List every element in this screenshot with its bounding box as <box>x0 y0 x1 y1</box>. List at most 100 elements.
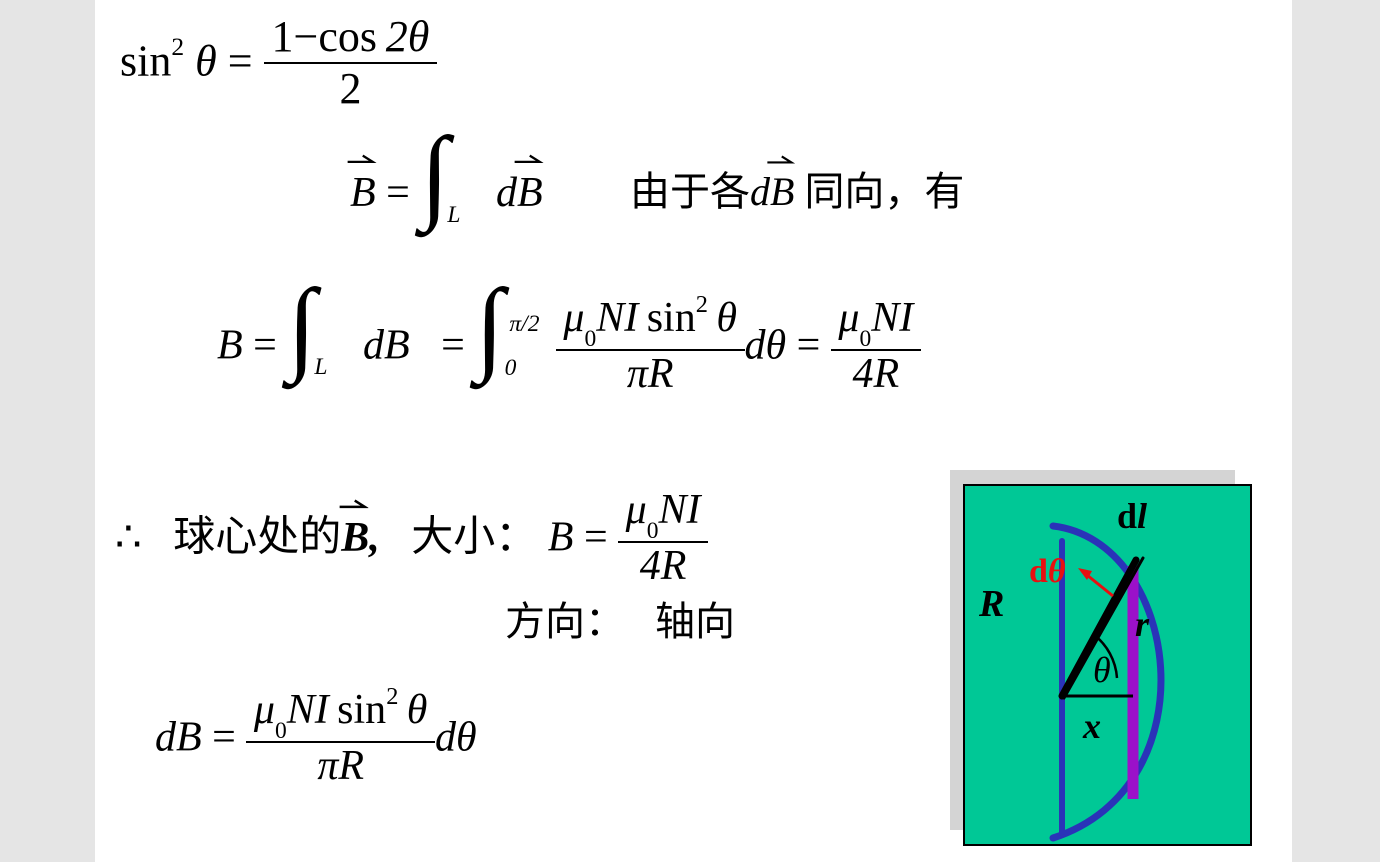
B-symbol: B <box>217 322 243 369</box>
mu-subscript-zero: 0 <box>274 718 287 745</box>
page-margin-right <box>1292 0 1380 862</box>
equals-sign: = <box>583 514 608 561</box>
vector-dB-letter: B <box>516 170 543 216</box>
slide-canvas: sin2 θ = 1−cos 2θ 2 B = ∫L dB 由于各dB 同向，有… <box>95 0 1292 862</box>
vector-arrow-icon <box>347 154 377 164</box>
figure-drawing: R dl r θ x dθ <box>965 486 1250 844</box>
label-x: x <box>1082 706 1101 746</box>
dB-denominator: πR <box>317 743 365 790</box>
identity-numerator: 1−cos 2θ <box>263 12 438 64</box>
NI-term: NI <box>871 295 914 342</box>
equals-sign: = <box>227 36 253 86</box>
integrand-denominator: πR <box>626 351 674 398</box>
sphere-arc <box>1049 522 1165 842</box>
note-differential-d: d <box>750 169 770 214</box>
dB-fraction: μ0NI sin2 θ πR <box>246 684 435 790</box>
vector-B-letter: B <box>350 170 376 216</box>
integral-upper-limit: π/2 <box>509 311 540 338</box>
B-symbol: B <box>547 514 574 561</box>
note-vector-B: B <box>767 155 796 214</box>
vector-arrow-icon <box>339 499 369 508</box>
sin-function: sin <box>337 687 387 734</box>
sin-function: sin <box>646 295 696 342</box>
figure-frame: R dl r θ x dθ <box>963 484 1252 846</box>
minus-sign: − <box>293 12 319 62</box>
result-denominator: 4R <box>852 351 900 398</box>
note-prefix-text: 由于各 <box>630 169 750 215</box>
sphere-center-text: 球心处的 <box>173 511 342 561</box>
conclusion-comma: , <box>369 514 380 561</box>
integral-glyph: ∫ <box>287 267 317 385</box>
sin-exponent: 2 <box>695 291 708 319</box>
mu-symbol: μ <box>563 295 585 342</box>
sin-exponent: 2 <box>171 32 185 62</box>
integral-lower-limit: 0 <box>504 355 517 382</box>
equals-sign-2: = <box>441 322 465 369</box>
radius-line-theta <box>1058 556 1140 700</box>
d-theta-term: dθ <box>744 322 787 369</box>
note-suffix-text: 同向，有 <box>804 169 965 215</box>
dtheta-pointer-arrowhead <box>1078 568 1092 580</box>
integrand-numerator: μ0NI sin2 θ <box>555 292 745 353</box>
NI-term: NI <box>596 295 639 342</box>
theta-symbol: θ <box>406 687 428 734</box>
equals-sign: = <box>212 714 236 761</box>
cos-function: cos <box>318 12 377 62</box>
mu-subscript-zero: 0 <box>859 326 872 353</box>
vector-arrow-icon <box>767 155 796 164</box>
sin-function: sin <box>120 36 172 86</box>
equation-vector-B-integral: B = ∫L dB <box>347 121 544 226</box>
note-same-direction: 由于各dB 同向，有 <box>630 155 965 215</box>
sin-exponent: 2 <box>386 683 399 711</box>
conclusion-denominator: 4R <box>639 543 687 590</box>
mu-symbol: μ <box>838 295 860 342</box>
geometry-figure: R dl r θ x dθ <box>950 470 1260 855</box>
integral-over-L: ∫L <box>420 121 464 226</box>
label-dtheta: dθ <box>1029 553 1066 590</box>
direction-line: 方向： 轴向 <box>505 602 735 642</box>
magnitude-label: 大小： <box>411 511 538 561</box>
equals-sign-1: = <box>253 322 277 369</box>
one-literal: 1 <box>271 12 294 62</box>
theta-symbol: θ <box>195 36 217 86</box>
vector-dB-symbol: B <box>514 154 544 216</box>
result-fraction: μ0NI 4R <box>830 295 921 398</box>
dB-term: dB <box>155 714 202 761</box>
radius-line-theta-plus-dtheta <box>1062 556 1145 700</box>
theta-symbol: θ <box>716 295 737 342</box>
dB-term: dB <box>362 322 410 369</box>
vector-B-symbol: B <box>347 154 377 216</box>
two-theta: 2θ <box>385 12 430 62</box>
conclusion-line: ∴ 球心处的B, 大小： B = μ0NI 4R <box>115 487 709 590</box>
mu-subscript-zero: 0 <box>584 326 597 353</box>
conclusion-fraction: μ0NI 4R <box>618 487 709 590</box>
equation-sin-squared-identity: sin2 θ = 1−cos 2θ 2 <box>120 12 438 113</box>
vector-arrow-icon <box>514 154 544 164</box>
equation-dB-formula: dB = μ0NI sin2 θ πR dθ <box>155 684 477 790</box>
integrand-fraction: μ0NI sin2 θ πR <box>555 292 745 398</box>
conclusion-numerator: μ0NI <box>618 487 709 545</box>
integral-subscript-L: L <box>314 354 328 381</box>
direction-label: 方向： <box>505 599 625 645</box>
mu-subscript-zero: 0 <box>646 518 659 545</box>
conclusion-vector-B: B <box>339 499 370 561</box>
equals-sign: = <box>386 170 410 216</box>
note-vector-B-letter: B <box>770 169 795 214</box>
conclusion-vector-B-letter: B <box>341 514 370 561</box>
theta-angle-arc <box>1092 632 1119 679</box>
d-theta-term: dθ <box>434 714 477 761</box>
differential-d: d <box>495 170 517 216</box>
therefore-symbol: ∴ <box>115 514 142 561</box>
integral-glyph: ∫ <box>475 267 505 385</box>
identity-fraction: 1−cos 2θ 2 <box>263 12 438 113</box>
identity-denominator: 2 <box>339 63 362 113</box>
label-r: r <box>1135 604 1150 644</box>
integral-glyph: ∫ <box>420 114 450 232</box>
label-theta: θ <box>1093 650 1111 690</box>
result-numerator: μ0NI <box>830 295 921 353</box>
mu-symbol: μ <box>625 487 647 534</box>
mu-symbol: μ <box>253 687 275 734</box>
equals-sign-3: = <box>796 322 821 369</box>
